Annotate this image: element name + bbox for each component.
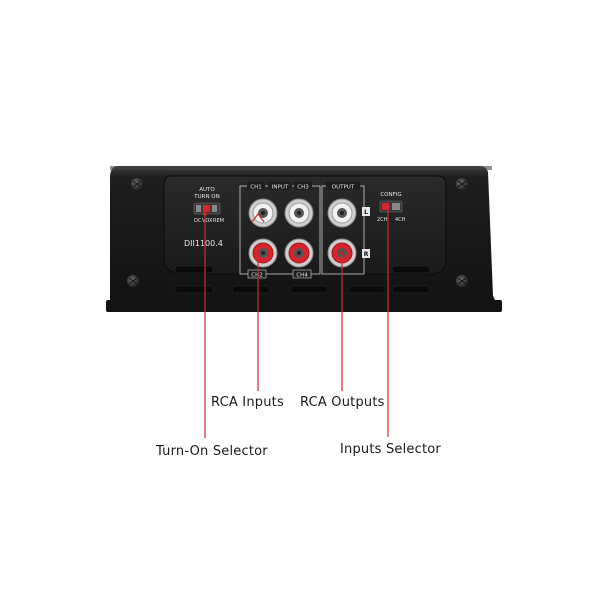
leader-rca-inputs-arrow [251, 213, 265, 223]
turn-on-label: TURN ON [193, 194, 220, 200]
input-ch3-label: CH3 [297, 185, 309, 191]
rca-input-ch3 [284, 198, 314, 228]
model-label: DII1100.4 [184, 239, 223, 248]
output-group-label: OUTPUT [332, 185, 355, 191]
rca-output-left [327, 198, 357, 228]
turn-on-option-vox: VOX [202, 218, 213, 224]
callout-rca-inputs: RCA Inputs [211, 395, 284, 410]
config-selector: CONFIG 2CH 4CH [377, 192, 406, 223]
output-group: OUTPUT L R [321, 182, 370, 275]
callout-leader-lines [203, 205, 390, 438]
vent-slots [174, 265, 431, 294]
input-ch2-label: CH2 [251, 273, 262, 279]
output-left-label: L [364, 209, 368, 216]
turn-on-selector: AUTO TURN ON DC VOX REM [193, 187, 224, 224]
rca-input-ch4 [284, 238, 314, 268]
auto-label: AUTO [199, 187, 215, 193]
turn-on-switch-knob [203, 205, 210, 212]
config-switch-knob [382, 203, 389, 210]
callout-rca-outputs: RCA Outputs [300, 395, 385, 410]
turn-on-option-dc: DC [194, 218, 202, 224]
callout-inputs-selector: Inputs Selector [340, 442, 441, 457]
rca-input-ch2 [248, 238, 278, 268]
callout-turn-on-selector: Turn-On Selector [156, 444, 268, 459]
config-option-4ch: 4CH [395, 217, 406, 223]
input-ch4-label: CH4 [296, 273, 308, 279]
input-group: CH1 INPUT CH3 CH2 CH4 [239, 182, 321, 279]
config-option-2ch: 2CH [377, 217, 388, 223]
input-ch1-label: CH1 [250, 185, 261, 191]
config-label: CONFIG [380, 192, 401, 198]
rca-input-ch1 [248, 198, 278, 228]
screw-icon [127, 178, 468, 287]
turn-on-option-rem: REM [213, 218, 224, 224]
input-group-label: INPUT [272, 185, 289, 191]
output-right-label: R [364, 251, 369, 258]
